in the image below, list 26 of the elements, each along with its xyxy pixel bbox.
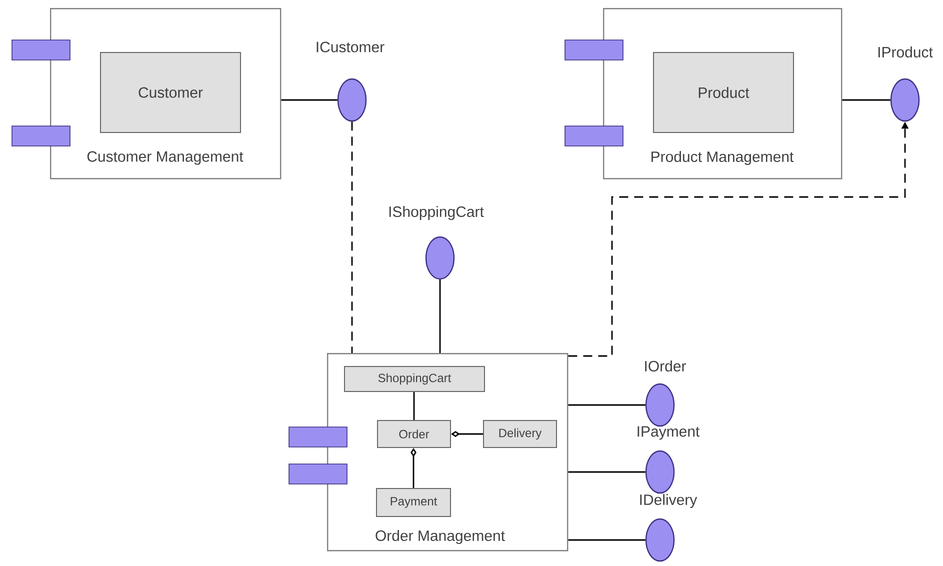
class-box: Customer [100,52,241,133]
node-label: IPayment [638,426,700,440]
class-box: Delivery [483,420,557,448]
interface-lollipop: IProduct [878,46,933,122]
connector-line [842,99,890,101]
class-box: Payment [376,488,451,517]
connector-line [568,404,646,406]
connector-line [281,99,338,101]
connector-line [351,122,353,353]
connector-line [568,471,646,473]
class-box: Product [653,52,794,133]
class-box: Order [377,420,451,448]
connector-line [413,392,415,420]
interface-lollipop: ICustomer [316,42,384,122]
node-label: IDelivery [640,494,698,508]
interface-lollipop: IShoppingCart [389,206,484,280]
node-label: IProduct [878,46,933,58]
node-label: ICustomer [316,42,384,52]
class-box: ShoppingCart [344,366,485,392]
node-label: IOrder [645,360,686,372]
interface-lollipop: IOrder [645,360,686,427]
connector-line [439,280,441,353]
connector-line [568,539,646,541]
interface-lollipop: IDelivery [640,494,698,562]
node-label: IShoppingCart [389,206,484,220]
interface-lollipop: IPayment [638,426,700,494]
